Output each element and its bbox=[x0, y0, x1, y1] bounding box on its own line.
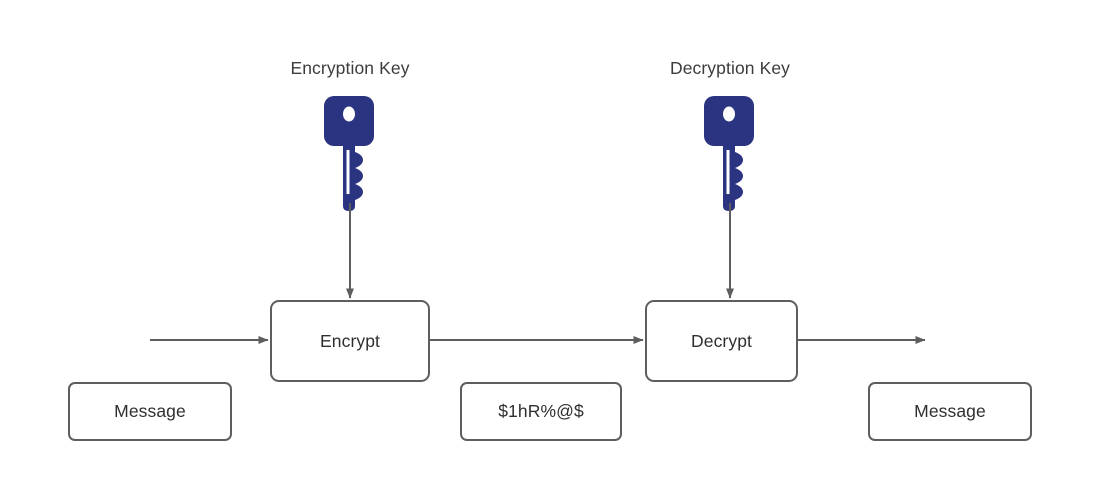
encryption-key-icon bbox=[324, 96, 374, 211]
decryption-key-label: Decryption Key bbox=[669, 58, 791, 78]
ciphertext-box[interactable]: $1hR%@$ bbox=[460, 382, 622, 441]
decryption-key-icon bbox=[704, 96, 754, 211]
output-message-box[interactable]: Message bbox=[868, 382, 1032, 441]
encryption-key-label: Encryption Key bbox=[290, 58, 410, 78]
decrypt-node[interactable]: Decrypt bbox=[645, 300, 798, 382]
input-message-box[interactable]: Message bbox=[68, 382, 232, 441]
encrypt-node[interactable]: Encrypt bbox=[270, 300, 430, 382]
